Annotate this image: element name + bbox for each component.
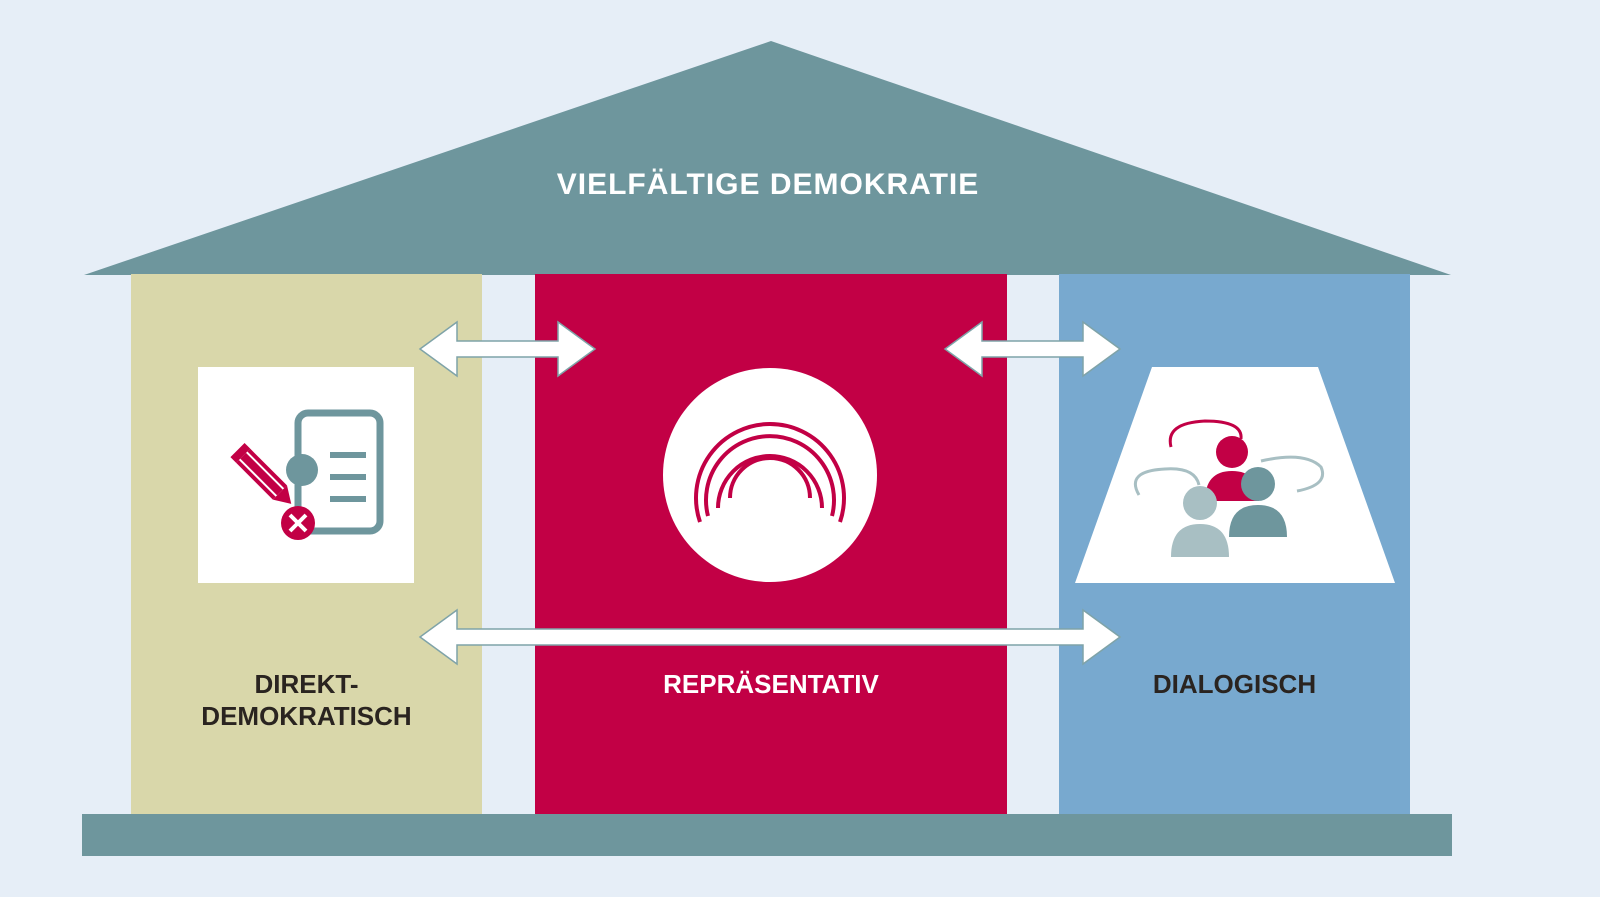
label-direct-democratic-line2: DEMOKRATISCH — [201, 701, 412, 731]
broadcast-arcs-icon — [663, 368, 877, 582]
group-dialogue-icon — [1075, 367, 1395, 583]
foundation-base — [82, 814, 1452, 856]
label-dialogic: DIALOGISCH — [1152, 669, 1317, 699]
label-direct-democratic-line1: DIREKT- — [254, 669, 359, 699]
label-representative: REPRÄSENTATIV — [663, 669, 879, 699]
roof-title: VIELFÄLTIGE DEMOKRATIE — [556, 168, 980, 201]
label-direct-democratic: DIREKT- DEMOKRATISCH — [131, 668, 482, 732]
ballot-form-icon — [198, 367, 414, 583]
